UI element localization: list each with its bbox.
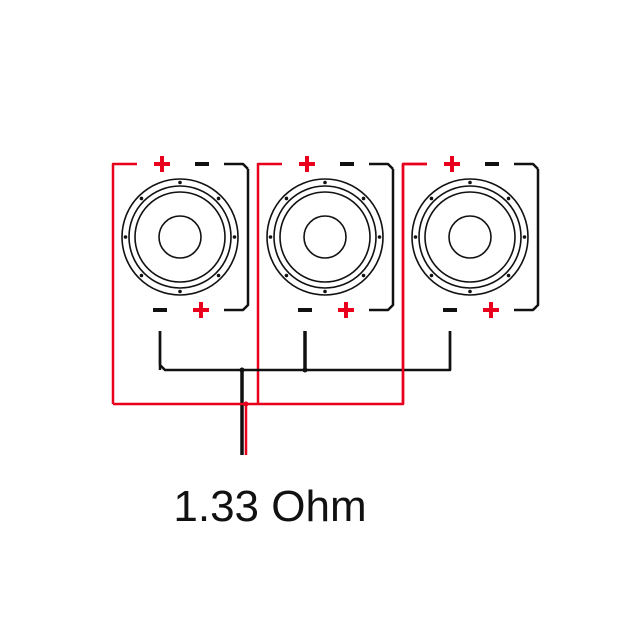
negative-bus (158, 331, 452, 372)
negative-wire (369, 162, 394, 170)
speaker-bolt (178, 289, 182, 294)
speaker-ring (266, 178, 384, 296)
speaker-bolt (468, 289, 472, 294)
negative-wire (514, 162, 539, 170)
speaker-ring (273, 185, 377, 289)
speaker-bolt (232, 235, 237, 239)
speaker-bolt (413, 235, 418, 239)
speaker-bolt (506, 196, 511, 201)
speaker-bolt (268, 235, 273, 239)
speaker-ring (424, 191, 516, 283)
speaker-bolt (361, 196, 366, 201)
speaker-ring (128, 185, 232, 289)
speaker-bolt (178, 180, 182, 185)
speaker-ring (448, 215, 492, 259)
speaker-bolt (468, 180, 472, 185)
speaker-bolt (361, 273, 366, 278)
speaker-bolt (123, 235, 128, 239)
impedance-label: 1.33 Ohm (173, 482, 367, 531)
speaker-bolt (377, 235, 382, 239)
speaker-ring (279, 191, 371, 283)
negative-wire (224, 169, 250, 312)
negative-wire (224, 162, 249, 170)
speaker-ring (158, 215, 202, 259)
positive-bus (113, 162, 427, 406)
speaker-ring (303, 215, 347, 259)
negative-wire (514, 169, 540, 312)
positive-wire (111, 162, 137, 404)
speaker-bolt (284, 196, 289, 201)
speaker-bolt (323, 180, 327, 185)
speaker-ring (411, 178, 529, 296)
positive-wire (256, 162, 282, 404)
speaker-bolt (323, 289, 327, 294)
speaker-bolt (216, 273, 221, 278)
negative-wire (369, 169, 395, 312)
speaker-bolt (429, 273, 434, 278)
speaker-bolt (522, 235, 527, 239)
speaker-bolt (429, 196, 434, 201)
speaker-ring (121, 178, 239, 296)
junction-dot (302, 367, 308, 373)
speaker-bolt (284, 273, 289, 278)
speaker-ring (418, 185, 522, 289)
speaker-ring (134, 191, 226, 283)
speaker-bolt (139, 196, 144, 201)
positive-wire (401, 162, 427, 404)
speaker-bolt (506, 273, 511, 278)
speaker-bolt (216, 196, 221, 201)
speaker-bolt (139, 273, 144, 278)
